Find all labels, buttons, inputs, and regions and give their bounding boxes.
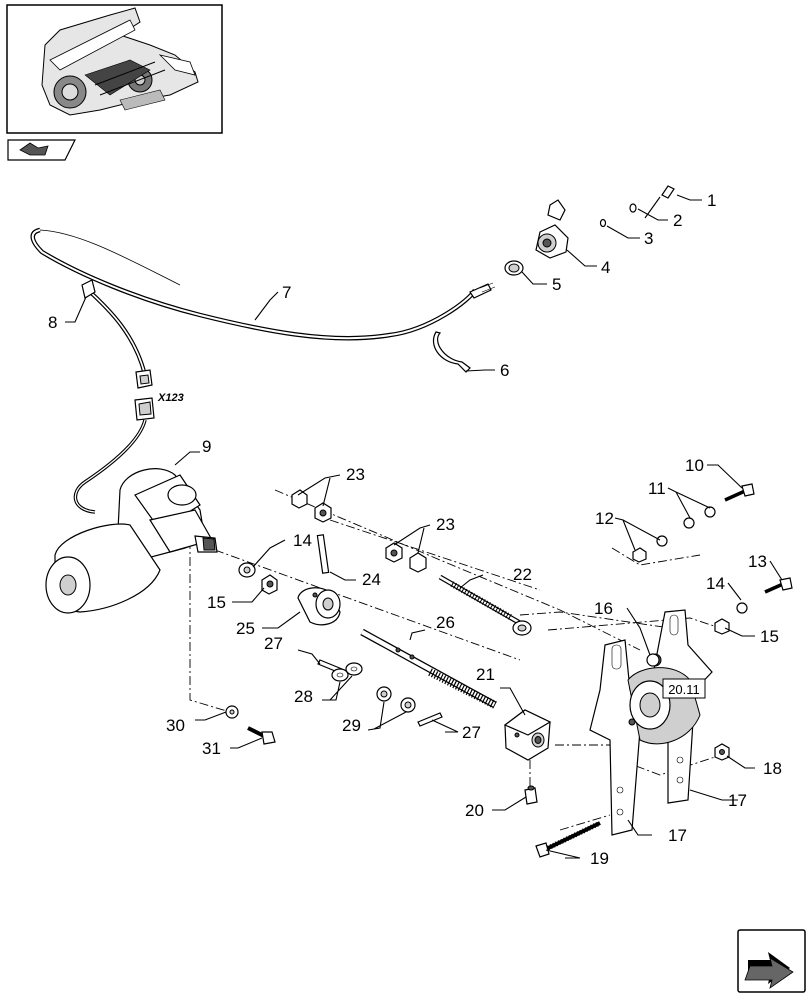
part-5-grommet [504, 260, 524, 276]
part-3-spring-washer [599, 218, 607, 228]
callout-26: 26 [436, 613, 455, 632]
part-15-nut-right [714, 618, 730, 635]
part-27-pin-lower [417, 712, 443, 727]
callout-19: 19 [590, 849, 609, 868]
callout-7: 7 [282, 283, 291, 302]
callout-9: 9 [202, 437, 211, 456]
leader-lines [65, 194, 783, 859]
callout-27-upper: 27 [264, 634, 283, 653]
back-navigation-icon[interactable] [7, 139, 76, 161]
part-21-block [503, 709, 552, 761]
callout-20: 20 [465, 801, 484, 820]
callout-12: 12 [595, 509, 614, 528]
part-29-washers [376, 686, 416, 713]
callout-14-right: 14 [706, 574, 725, 593]
part-1-bolt [644, 185, 675, 219]
part-28-washers [331, 662, 363, 682]
part-30-washer [225, 705, 239, 719]
part-20-grease-nipple [524, 785, 538, 805]
callout-31: 31 [202, 739, 221, 758]
section-ref-box: 20.11 [662, 678, 706, 699]
part-25-coupling [297, 587, 341, 626]
callout-17-lower: 17 [668, 826, 687, 845]
callout-13: 13 [748, 552, 767, 571]
callout-24: 24 [362, 570, 381, 589]
callout-22: 22 [513, 565, 532, 584]
callout-4: 4 [601, 258, 610, 277]
callout-6: 6 [500, 361, 509, 380]
callout-18: 18 [763, 759, 782, 778]
part-15-nut-left [261, 574, 278, 595]
part-2-washer [629, 203, 637, 213]
callout-14-left: 14 [293, 531, 312, 550]
part-11-washers [683, 506, 716, 529]
callout-2: 2 [673, 211, 682, 230]
callout-27-lower: 27 [462, 723, 481, 742]
part-17-bracket-front [589, 639, 656, 836]
part-31-bolt [247, 726, 276, 745]
part-8-clip [81, 279, 96, 299]
part-13-bolt [764, 577, 793, 594]
next-page-arrow-icon[interactable] [737, 929, 806, 993]
callout-25: 25 [236, 619, 255, 638]
callout-23-upper: 23 [346, 465, 365, 484]
callout-30: 30 [166, 716, 185, 735]
connector-label: X123 [157, 392, 184, 404]
callout-11: 11 [648, 479, 666, 498]
callout-29: 29 [342, 716, 361, 735]
part-24-pin [316, 534, 330, 574]
part-16-bushing [646, 653, 660, 667]
callout-5: 5 [552, 275, 561, 294]
section-ref-text: 20.11 [668, 682, 700, 697]
part-19-bolt [535, 821, 601, 858]
callout-1: 1 [707, 191, 716, 210]
callout-labels: 1 2 3 4 5 6 7 8 9 10 11 12 13 14 14 15 1… [48, 191, 782, 868]
callout-15-left: 15 [207, 593, 226, 612]
callout-16: 16 [594, 599, 613, 618]
connector-x123 [73, 369, 155, 514]
part-18-nut [714, 743, 730, 761]
part-4-switch-sensor [535, 199, 569, 259]
callout-10: 10 [685, 456, 704, 475]
part-22-long-bolt [438, 574, 532, 636]
callout-21: 21 [476, 665, 495, 684]
part-26-threaded-shaft [360, 628, 497, 709]
callout-23-lower: 23 [436, 515, 455, 534]
part-7-cable-harness [30, 227, 496, 376]
callout-17-right: 17 [728, 791, 747, 810]
part-14-washer-right [736, 602, 748, 614]
callout-3: 3 [644, 229, 653, 248]
callout-15-right: 15 [760, 627, 779, 646]
part-14-washer-left [238, 562, 256, 578]
part-23-nuts-lower [385, 542, 427, 573]
part-6-cable-tie [432, 331, 471, 373]
part-23-nuts-upper [291, 489, 332, 523]
part-10-bolt [724, 483, 755, 502]
callout-28: 28 [294, 687, 313, 706]
overview-thumbnail [6, 4, 223, 134]
part-9-motor [45, 468, 218, 614]
assembly-lines [189, 489, 721, 831]
callout-8: 8 [48, 313, 57, 332]
part-12-washers [632, 535, 668, 563]
